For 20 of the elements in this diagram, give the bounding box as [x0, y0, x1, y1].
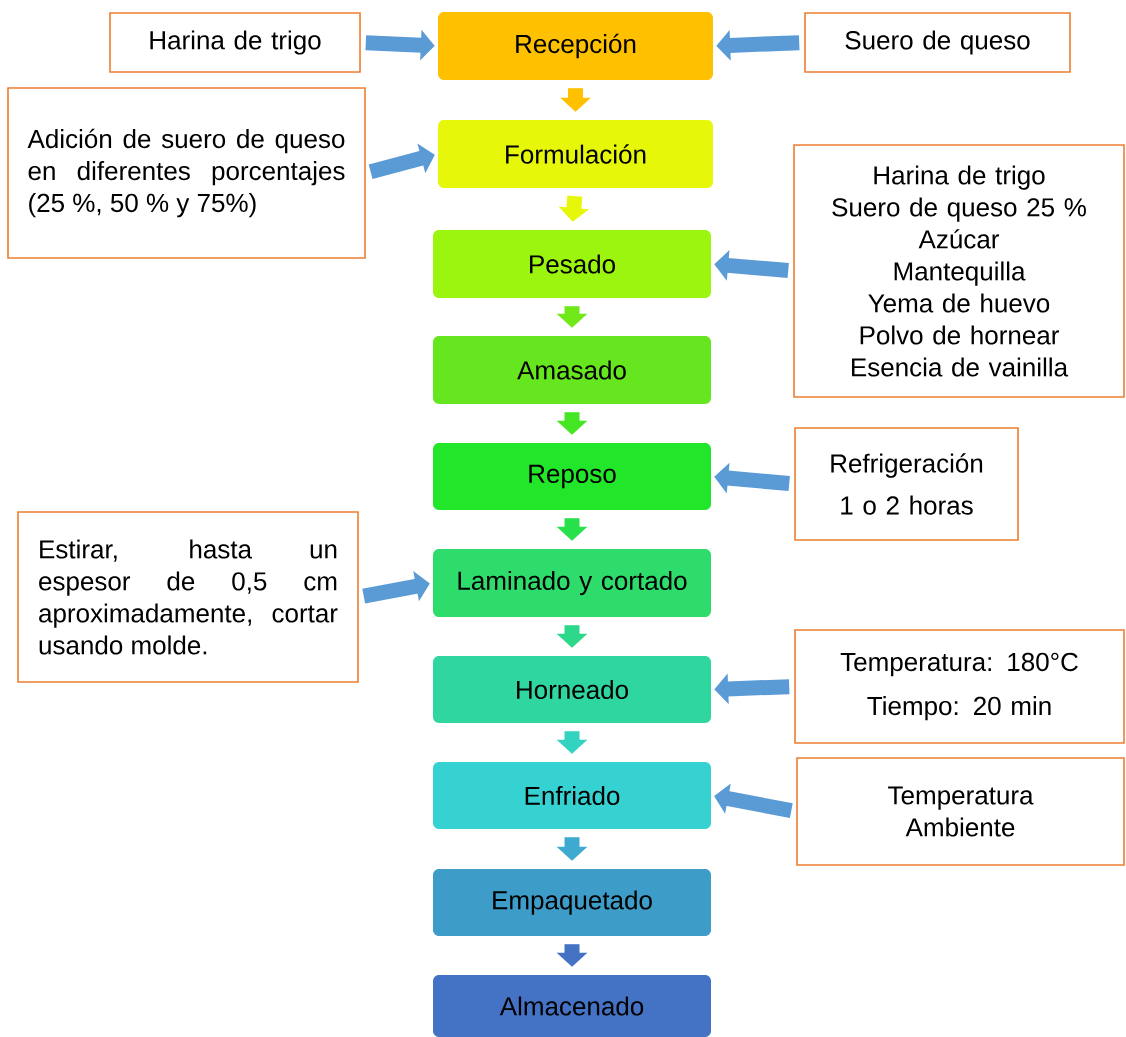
note-box: Adición de suero de queso en diferentes porcentajes (25 %, 50 % y 75%) — [7, 87, 366, 259]
process-box: Empaquetado — [433, 869, 711, 936]
note-box: Suero de queso — [804, 12, 1071, 73]
note-box: Temperatura Ambiente — [796, 757, 1125, 866]
arrow — [362, 571, 430, 604]
note-box: Harina de trigo Suero de queso 25 % Azúcar Mantequilla Yema de huevo Polvo de hornear Esencia de vainilla — [793, 144, 1125, 398]
process-box: Laminado y cortado — [433, 549, 711, 617]
note-box: Refrigeración 1 o 2 horas — [794, 427, 1019, 541]
note-box: Estirar, hasta un espesor de 0,5 cm aproximadamente, cortar usando molde. — [17, 511, 359, 683]
process-box: Amasado — [433, 336, 711, 404]
process-box: Reposo — [433, 443, 711, 510]
process-box: Almacenado — [433, 975, 711, 1037]
process-box: Recepción — [438, 12, 713, 80]
process-box: Pesado — [433, 230, 711, 298]
process-box: Enfriado — [433, 762, 711, 829]
arrow — [368, 143, 435, 179]
process-box: Horneado — [433, 656, 711, 723]
process-box: Formulación — [438, 120, 713, 188]
note-box: Harina de trigo — [109, 12, 361, 73]
note-box: Temperatura: 180°C Tiempo: 20 min — [794, 629, 1125, 744]
